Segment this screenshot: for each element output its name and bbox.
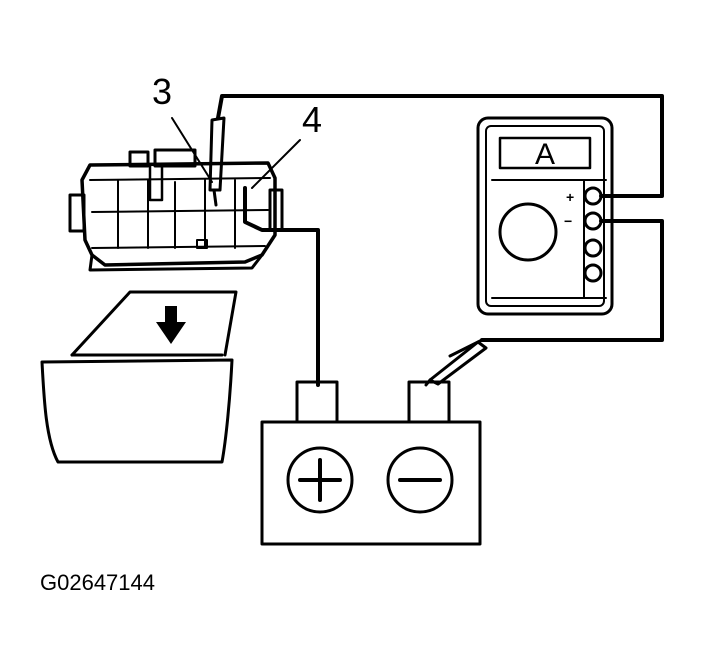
down-arrow-icon bbox=[156, 306, 186, 344]
meter-plus-label: + bbox=[566, 189, 574, 205]
plus-icon bbox=[298, 458, 342, 502]
window-glass bbox=[40, 290, 238, 464]
battery bbox=[260, 380, 482, 546]
wire-probe-to-meter-plus bbox=[216, 94, 664, 198]
figure-code: G02647144 bbox=[40, 570, 155, 595]
terminal-4-wire bbox=[243, 186, 320, 387]
probe-battery-negative bbox=[424, 338, 488, 387]
callout-4-leader bbox=[251, 139, 301, 189]
relay-connector bbox=[68, 148, 284, 272]
probe-terminal-3 bbox=[208, 116, 226, 207]
callout-3-leader bbox=[171, 117, 213, 183]
wire-meter-minus-to-battery bbox=[480, 219, 664, 342]
meter-unit-label: A bbox=[535, 138, 555, 171]
ammeter bbox=[476, 116, 614, 316]
callout-3-label: 3 bbox=[152, 71, 172, 112]
meter-minus-label: − bbox=[564, 213, 572, 229]
callout-4-label: 4 bbox=[302, 99, 322, 140]
